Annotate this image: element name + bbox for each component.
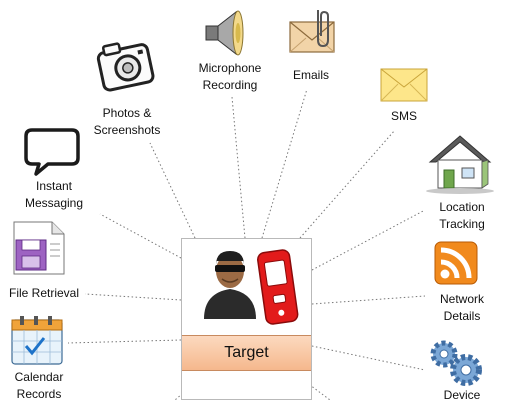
target-label: Target: [182, 335, 311, 371]
connector-sms: [299, 129, 396, 239]
envelope-icon: [380, 68, 428, 102]
label-calendar: Calendar Records: [14, 370, 64, 401]
label-emails: Emails: [292, 68, 329, 82]
speech-bubble-icon: [24, 128, 80, 176]
label-microphone: Microphone Recording: [198, 61, 262, 92]
gears-icon: [430, 340, 482, 386]
label-device: Device: [443, 388, 481, 402]
connector-network: [311, 295, 426, 305]
camera-icon: [96, 42, 155, 92]
label-file-retrieval: File Retrieval: [8, 286, 80, 300]
connector-device: [311, 345, 426, 371]
label-instant-messaging: Instant Messaging: [24, 179, 84, 210]
label-photos: Photos & Screenshots: [93, 106, 161, 137]
hacker-icon: [204, 251, 256, 319]
mobile-phone-icon: [257, 249, 299, 325]
rss-icon: [434, 241, 478, 285]
label-sms: SMS: [390, 109, 417, 123]
connector-photos: [149, 142, 196, 239]
connector-instant-messaging: [99, 213, 182, 259]
speaker-icon: [205, 10, 244, 56]
calendar-icon: [11, 316, 63, 365]
file-icon: [13, 221, 65, 275]
connector-emails: [261, 88, 308, 239]
connector-microphone: [231, 96, 246, 239]
target-box: Target: [181, 238, 312, 400]
target-icons: [204, 249, 299, 325]
connector-location: [311, 209, 426, 271]
house-icon: [426, 135, 494, 194]
connector-calendar: [67, 339, 182, 344]
envelope-paperclip-icon: [289, 10, 335, 53]
label-location: Location Tracking: [439, 200, 485, 231]
connector-file-retrieval: [84, 293, 182, 301]
label-network: Network Details: [439, 292, 484, 323]
